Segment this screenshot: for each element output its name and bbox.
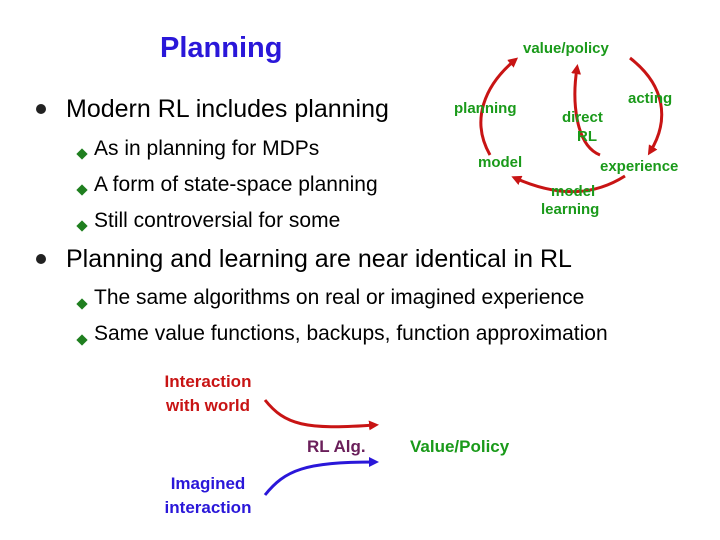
model-learning-arrow <box>511 174 626 194</box>
flow-rl-alg-label: RL Alg. <box>307 437 366 456</box>
imagined-arrow <box>263 457 379 496</box>
bullet-dot <box>36 104 46 114</box>
flow-imagined-label: Imagined interaction <box>150 472 266 520</box>
bullet-2-text: Planning and learning are near identical… <box>66 245 572 273</box>
cycle-acting-label: acting <box>628 90 673 107</box>
page-title: Planning <box>160 32 283 64</box>
cycle-value-policy-label: value/policy <box>523 40 609 57</box>
flow-imagined-line-2: interaction <box>164 498 252 517</box>
flow-value-policy-label: Value/Policy <box>410 437 510 456</box>
bullet-1-sub-3: Still controversial for some <box>94 209 341 232</box>
cycle-rl-label: RL <box>577 128 597 145</box>
cycle-model-learning-label-2: learning <box>541 201 600 218</box>
bullet-1-sub-1: As in planning for MDPs <box>94 137 320 160</box>
cycle-planning-label: planning <box>454 100 517 117</box>
interaction-arrow <box>263 399 379 431</box>
bullet-dot <box>36 254 46 264</box>
bullet-1-text: Modern RL includes planning <box>66 95 389 123</box>
flow-interaction-label: Interaction with world <box>150 370 266 418</box>
bullet-2-sub-1: The same algorithms on real or imagined … <box>94 286 585 309</box>
flow-imagined-line-1: Imagined <box>170 474 246 493</box>
planning-arrow <box>479 57 519 156</box>
flow-interaction-line-2: with world <box>165 396 251 415</box>
bullet-1-sub-2: A form of state-space planning <box>94 173 378 196</box>
cycle-direct-label: direct <box>562 109 603 126</box>
acting-arrow <box>629 56 664 156</box>
bullet-2-sub-2: Same value functions, backups, function … <box>94 322 608 345</box>
cycle-experience-label: experience <box>600 158 679 175</box>
cycle-model-label: model <box>478 154 523 171</box>
cycle-model-learning-label-1: model <box>551 183 596 200</box>
direct-rl-arrow <box>571 64 601 157</box>
flow-interaction-line-1: Interaction <box>164 372 252 391</box>
